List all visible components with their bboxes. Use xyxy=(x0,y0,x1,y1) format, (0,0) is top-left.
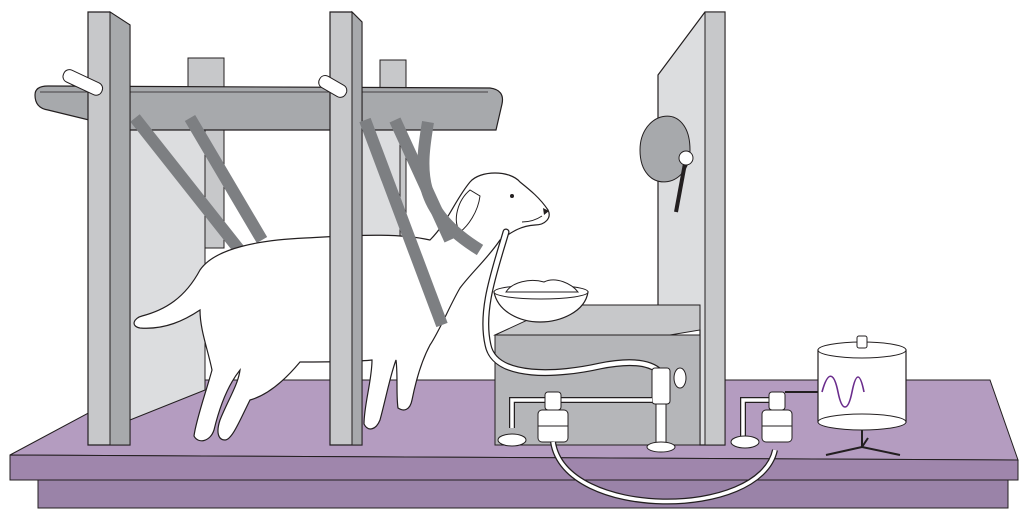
right-base-disk xyxy=(731,436,759,448)
left-front-post xyxy=(61,12,130,445)
screen-panel-edge xyxy=(705,12,725,445)
drum-knob xyxy=(857,336,867,348)
platform-base xyxy=(38,480,1008,508)
left-stall-panel xyxy=(130,125,205,420)
middle-post-side xyxy=(352,12,362,445)
bowl-food xyxy=(506,280,578,292)
left-post-side xyxy=(110,12,130,445)
valve-body-icon xyxy=(652,368,670,404)
valve-base xyxy=(647,442,675,452)
valve-knob xyxy=(674,368,686,388)
left-base-disk xyxy=(498,434,526,446)
bell-striker-knob xyxy=(679,151,693,165)
left-cylinder-cap xyxy=(545,392,561,410)
drum-bottom xyxy=(818,414,906,430)
dog-eye xyxy=(510,194,514,198)
platform-front xyxy=(10,455,1018,480)
valve-stem xyxy=(656,404,666,444)
feeding-station xyxy=(494,12,725,445)
right-cylinder-cap xyxy=(769,392,785,410)
